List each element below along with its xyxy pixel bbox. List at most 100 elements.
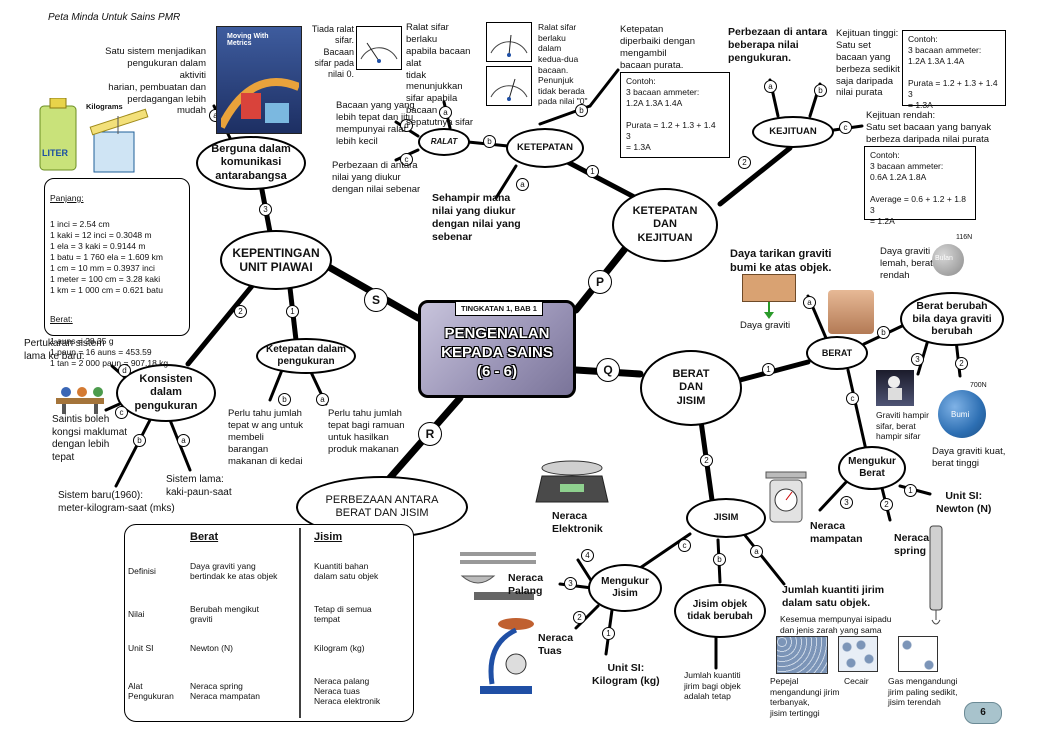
- letter-tag-c: c: [839, 121, 852, 134]
- num-tag-2: 2: [234, 305, 247, 318]
- text-daya-graviti: Daya graviti: [740, 320, 791, 331]
- table-row: Alat Pengukuran Neraca spring Neraca mam…: [128, 675, 381, 706]
- compression-balance-picture: [762, 470, 810, 526]
- spring-balance-picture: [926, 524, 946, 628]
- text-weight-116n: 116N: [956, 234, 973, 241]
- letter-tag-b: b: [877, 326, 890, 339]
- poster-title: Moving With Metrics: [227, 33, 269, 47]
- feet-on-scale-picture: [828, 290, 874, 334]
- astronaut-picture: [876, 370, 914, 406]
- text-pepejal: Pepejal mengandungi jirim terbanyak, jis…: [770, 676, 840, 718]
- letter-tag-d: d: [118, 364, 131, 377]
- table-divider: [299, 528, 301, 718]
- example-kejituan-tinggi-box: Contoh: 3 bacaan ammeter: 1.2A 1.3A 1.4A…: [902, 30, 1006, 110]
- text-ralat-sifar-berlaku: Ralat sifar berlaku dalam kedua-dua baca…: [538, 22, 588, 107]
- letter-tag-c: c: [400, 153, 413, 166]
- branch-p-label: P: [588, 270, 612, 294]
- num-tag-1: 1: [286, 305, 299, 318]
- node-berguna-komunikasi: Berguna dalam komunikasi antarabangsa: [196, 136, 306, 190]
- text-daya-tarikan-graviti: Daya tarikan graviti bumi ke atas objek.: [730, 248, 832, 274]
- example-ketepatan-box: Contoh: 3 bacaan ammeter: 1.2A 1.3A 1.4A…: [620, 72, 730, 158]
- letter-tag-b: b: [713, 553, 726, 566]
- letter-tag-c: c: [846, 392, 859, 405]
- moon-picture: Bulan: [932, 244, 964, 276]
- meter-zero-error-picture-1: [486, 22, 532, 62]
- num-tag-2: 2: [573, 611, 586, 624]
- text-jumlah-jirim-tetap: Jumlah kuantiti jirim bagi objek adalah …: [684, 670, 741, 702]
- letter-tag-a: a: [177, 434, 190, 447]
- node-berat: BERAT: [806, 336, 868, 370]
- moon-label: Bulan: [935, 255, 953, 262]
- page-number-badge: 6: [964, 702, 1002, 724]
- liter-label: LITER: [42, 148, 68, 158]
- moving-with-metrics-poster: Moving With Metrics: [216, 26, 302, 134]
- node-kejituan: KEJITUAN: [752, 116, 834, 148]
- weight-conversions: 1 auns = 28.35 g 1 paun = 16 auns = 453.…: [50, 335, 169, 368]
- num-tag-1: 1: [586, 165, 599, 178]
- text-daya-graviti-lemah: Daya graviti lemah, berat rendah: [880, 246, 933, 281]
- letter-tag-d: d: [400, 119, 413, 132]
- text-bacaan-lebih-tepat: Bacaan yang yang lebih tepat dan jitu me…: [336, 100, 415, 147]
- text-kesemua-isipadu: Kesemua mempunyai isipadu dan jenis zara…: [780, 614, 892, 635]
- text-kejituan-rendah: Kejituan rendah: Satu set bacaan yang ba…: [866, 110, 992, 145]
- node-mengukur-berat: Mengukur Berat: [838, 446, 906, 490]
- table-header-berat: Berat: [190, 531, 219, 543]
- node-ketepatan-pengukuran: Ketepatan dalam pengukuran: [256, 338, 356, 374]
- solid-particles-picture: [776, 636, 828, 674]
- arrow-down-icon: [764, 302, 774, 319]
- text-neraca-tuas: Neraca Tuas: [538, 632, 574, 658]
- central-topic: TINGKATAN 1, BAB 1 PENGENALAN KEPADA SAI…: [418, 300, 576, 398]
- text-neraca-palang: Neraca Palang: [508, 572, 544, 598]
- text-daya-graviti-kuat: Daya graviti kuat, berat tinggi: [932, 446, 1006, 469]
- text-neraca-spring: Neraca spring: [894, 532, 930, 558]
- letter-tag-a: a: [516, 178, 529, 191]
- gas-particles-picture: [898, 636, 938, 672]
- letter-tag-a: a: [316, 393, 329, 406]
- meter-zero-error-picture-2: [486, 66, 532, 106]
- earth-picture: Bumi: [938, 390, 986, 438]
- node-ketepatan-dan-kejituan: KETEPATAN DAN KEJITUAN: [612, 188, 718, 262]
- lever-balance-picture: [476, 614, 540, 702]
- letter-tag-a: a: [439, 106, 452, 119]
- text-sistem-baru: Sistem baru(1960): meter-kilogram-saat (…: [58, 490, 175, 514]
- text-ralat-sifar-definisi: Ralat sifar berlaku apabila bacaan alat …: [406, 22, 474, 128]
- num-tag-2: 2: [738, 156, 751, 169]
- text-cecair: Cecair: [844, 676, 869, 686]
- node-jisim-objek-tidak-berubah: Jisim objek tidak berubah: [674, 584, 766, 638]
- letter-tag-c: c: [678, 539, 691, 552]
- text-neraca-mampatan: Neraca mampatan: [810, 520, 863, 546]
- num-tag-3: 3: [911, 353, 924, 366]
- text-perbezaan-nilai-sebenar: Perbezaan di antara nilai yang diukur de…: [332, 160, 421, 195]
- letter-tag-a: a: [803, 296, 816, 309]
- letter-tag-a: a: [764, 80, 777, 93]
- num-tag-3: 3: [259, 203, 272, 216]
- triple-beam-balance-picture: [458, 546, 538, 604]
- node-ketepatan: KETEPATAN: [506, 128, 584, 168]
- scientists-meeting-picture: [52, 384, 108, 414]
- branch-r-label: R: [418, 422, 442, 446]
- text-perlu-tahu-ramuan: Perlu tahu jumlah tepat bagi ramuan untu…: [328, 408, 405, 455]
- text-sehampir-mana: Sehampir mana nilai yang diukur dengan n…: [432, 192, 521, 244]
- text-pertukaran: Pertukaran sistem lama ke baru:: [24, 338, 105, 362]
- units-conversion-box: Panjang: 1 inci = 2.54 cm 1 kaki = 12 in…: [44, 178, 190, 368]
- num-tag-3: 3: [840, 496, 853, 509]
- table-row: Unit SI Newton (N) Kilogram (kg): [128, 642, 365, 653]
- electronic-balance-picture: [534, 458, 610, 506]
- letter-tag-a: a: [750, 545, 763, 558]
- text-sistem-lama: Sistem lama: kaki-paun-saat: [166, 474, 232, 498]
- node-berat-berubah: Berat berubah bila daya graviti berubah: [900, 292, 1004, 346]
- page-header: Peta Minda Untuk Sains PMR: [48, 12, 181, 23]
- text-ketepatan-diperbaiki: Ketepatan diperbaiki dengan mengambil ba…: [620, 24, 696, 71]
- central-title: PENGENALAN KEPADA SAINS (6 - 6): [441, 325, 553, 380]
- num-tag-1: 1: [602, 627, 615, 640]
- node-berat-dan-jisim: BERAT DAN JISIM: [640, 350, 742, 426]
- num-tag-4: 4: [581, 549, 594, 562]
- branch-s-label: S: [364, 288, 388, 312]
- text-kejituan-tinggi: Kejituan tinggi: Satu set bacaan yang be…: [836, 28, 900, 99]
- letter-tag-b: b: [575, 104, 588, 117]
- node-mengukur-jisim: Mengukur Jisim: [588, 564, 662, 612]
- text-saintis: Saintis boleh kongsi maklumat dengan leb…: [52, 414, 128, 463]
- box-gravity-picture: [742, 274, 796, 302]
- comparison-table: Berat Jisim Definisi Daya graviti yang b…: [124, 524, 414, 722]
- text-tiada-ralat: Tiada ralat sifar. Bacaan sifar pada nil…: [311, 24, 354, 79]
